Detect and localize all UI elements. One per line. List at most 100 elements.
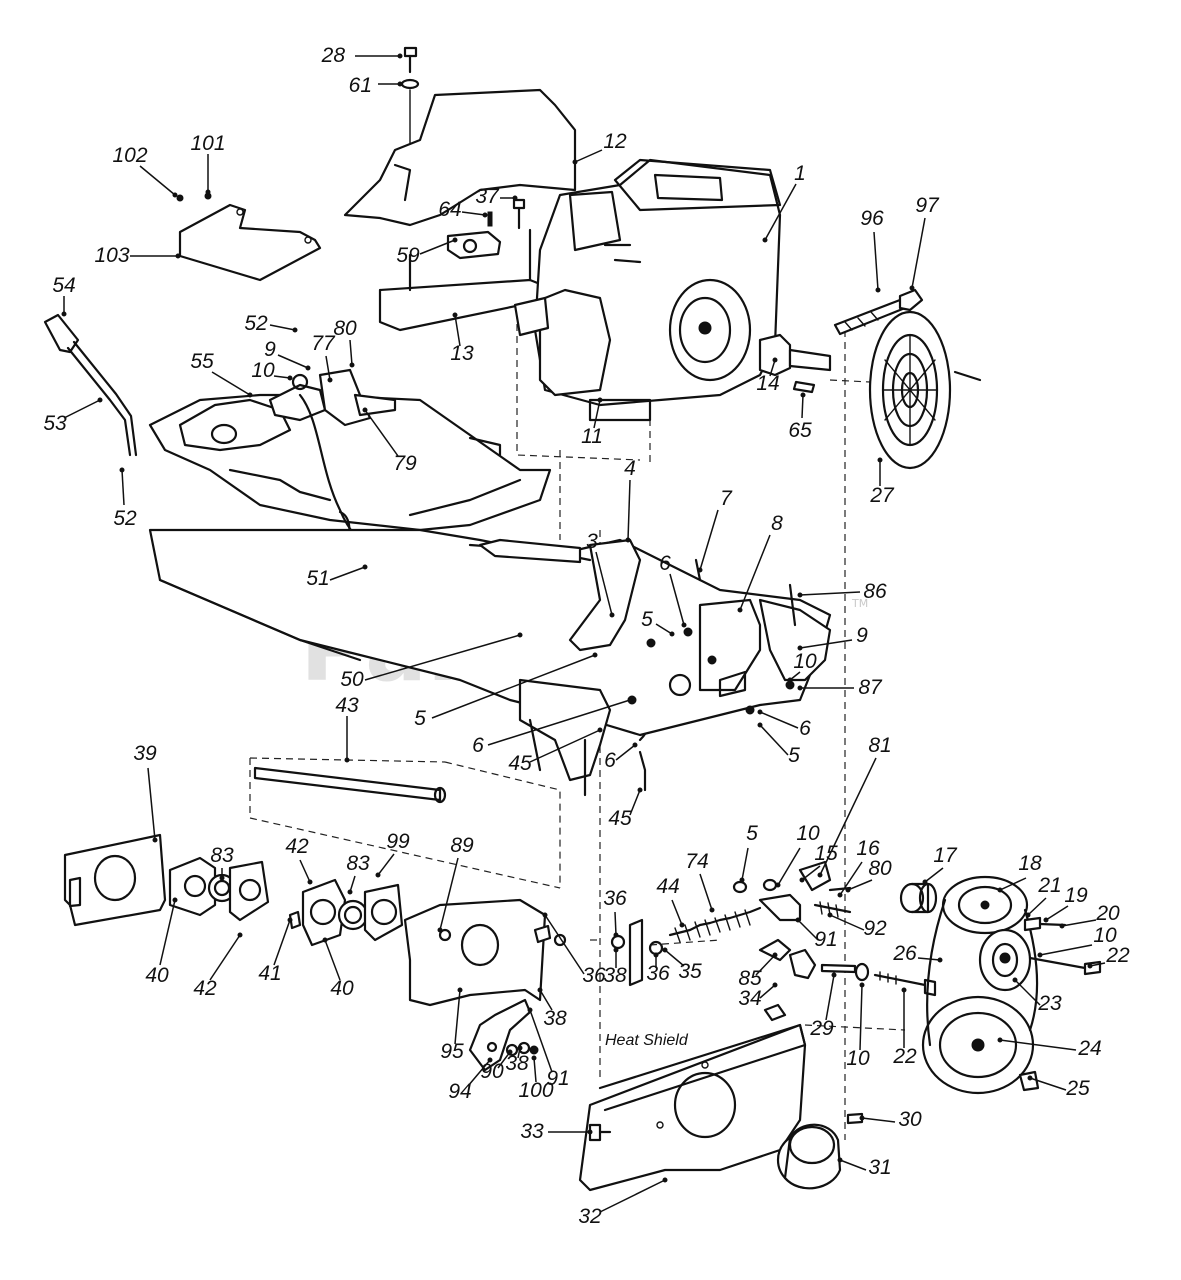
leader-line xyxy=(439,857,459,931)
callout-c96: 96 xyxy=(860,207,884,230)
callout-c5d: 5 xyxy=(746,822,758,845)
leader-arrowhead xyxy=(362,407,368,413)
callout-c64: 64 xyxy=(438,198,461,221)
callout-c43: 43 xyxy=(335,694,359,717)
leader-arrowhead xyxy=(859,982,865,988)
callout-c26: 26 xyxy=(892,942,917,965)
callout-c13: 13 xyxy=(450,342,474,365)
leader-arrowhead xyxy=(772,982,778,988)
leader-line xyxy=(349,875,356,893)
spring-74 xyxy=(610,906,762,956)
leader-line xyxy=(917,957,941,961)
callout-c36c: 36 xyxy=(646,962,670,985)
leader-line xyxy=(533,1057,537,1083)
leader-arrowhead xyxy=(787,677,793,683)
leader-arrowhead xyxy=(827,912,833,918)
leader-arrowhead xyxy=(347,889,353,895)
callout-c55: 55 xyxy=(190,350,214,373)
leader-line xyxy=(911,217,926,289)
leader-arrowhead xyxy=(452,237,458,243)
leader-line xyxy=(777,847,801,886)
leader-line xyxy=(544,914,585,975)
callout-c101: 101 xyxy=(190,132,225,155)
leader-line xyxy=(599,1179,666,1213)
leader-arrowhead xyxy=(292,327,298,333)
callout-c79: 79 xyxy=(393,452,417,475)
callout-c10c: 10 xyxy=(796,822,820,845)
leader-arrowhead xyxy=(799,877,805,883)
leader-line xyxy=(159,899,176,966)
callout-c1: 1 xyxy=(794,162,806,185)
callout-c6c: 6 xyxy=(799,717,811,740)
leader-arrowhead xyxy=(795,917,801,923)
leader-arrowhead xyxy=(531,1055,537,1061)
leader-line xyxy=(741,847,749,881)
callout-c10a: 10 xyxy=(251,359,275,382)
leader-line xyxy=(999,877,1027,891)
leader-line xyxy=(699,509,719,571)
leader-line xyxy=(924,867,944,883)
housing-31 xyxy=(776,1112,864,1190)
callout-c25: 25 xyxy=(1065,1077,1090,1100)
leader-line xyxy=(839,861,863,896)
callout-c31: 31 xyxy=(868,1156,891,1179)
leader-line xyxy=(1014,979,1041,1006)
leader-arrowhead xyxy=(527,1007,533,1013)
handle-53 xyxy=(43,313,138,457)
callout-c92: 92 xyxy=(863,917,887,940)
leader-line xyxy=(797,919,819,941)
leader-arrowhead xyxy=(772,952,778,958)
leader-line xyxy=(467,1059,491,1087)
leader-arrowhead xyxy=(457,987,463,993)
bracket-39 xyxy=(63,833,167,927)
shield-12 xyxy=(343,88,577,227)
bolt-96 xyxy=(833,288,924,336)
side-plate-95 xyxy=(403,898,567,1007)
callout-c21: 21 xyxy=(1037,874,1061,897)
callout-c22a: 22 xyxy=(1105,944,1130,967)
leader-arrowhead xyxy=(681,622,687,628)
leader-arrowhead xyxy=(287,917,293,923)
callout-c41: 41 xyxy=(258,962,281,985)
callout-c91a: 91 xyxy=(814,928,837,951)
heat-shield xyxy=(628,918,644,987)
leader-arrowhead xyxy=(61,311,67,317)
leader-line xyxy=(759,724,789,756)
callout-c85: 85 xyxy=(738,967,762,990)
leader-line xyxy=(595,551,613,616)
callout-c74: 74 xyxy=(685,850,708,873)
leader-line xyxy=(1029,1077,1067,1091)
callout-c94: 94 xyxy=(448,1080,471,1103)
leader-arrowhead xyxy=(237,932,243,938)
leader-arrowhead xyxy=(859,1115,865,1121)
crankshaft-14 xyxy=(758,333,832,394)
callout-c6d: 6 xyxy=(604,749,616,772)
callout-c91b: 91 xyxy=(546,1067,569,1090)
callout-c102: 102 xyxy=(112,144,147,167)
leader-line xyxy=(769,359,776,377)
leader-line xyxy=(574,149,603,163)
leader-arrowhead xyxy=(679,922,685,928)
leader-line xyxy=(147,767,156,841)
callout-c6b: 6 xyxy=(472,734,484,757)
leader-line xyxy=(329,566,366,581)
leader-line xyxy=(1089,962,1106,967)
leader-arrowhead xyxy=(205,189,211,195)
callout-c40a: 40 xyxy=(145,964,169,987)
leader-arrowhead xyxy=(697,567,703,573)
leader-arrowhead xyxy=(592,652,598,658)
leader-arrowhead xyxy=(97,397,103,403)
callout-c52a: 52 xyxy=(244,312,268,335)
leader-arrowhead xyxy=(327,377,333,383)
leader-line xyxy=(839,1159,867,1171)
callout-c97: 97 xyxy=(915,194,940,217)
callout-c23: 23 xyxy=(1037,992,1062,1015)
leader-line xyxy=(861,1117,896,1123)
leader-arrowhead xyxy=(632,742,638,748)
leader-arrowhead xyxy=(362,564,368,570)
leader-line xyxy=(801,865,821,881)
leader-arrowhead xyxy=(627,697,633,703)
leader-line xyxy=(209,934,241,981)
leader-line xyxy=(419,239,456,255)
